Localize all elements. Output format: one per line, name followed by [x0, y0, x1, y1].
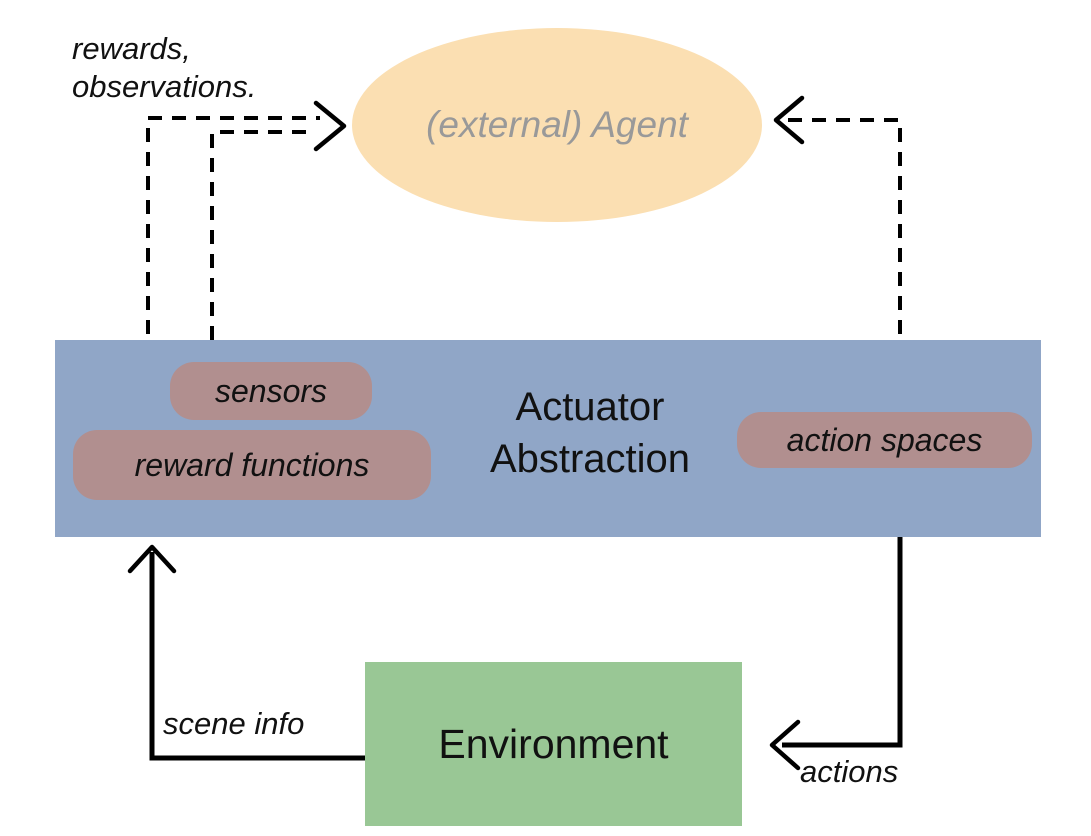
band-title-line2: Abstraction — [489, 437, 691, 481]
actions-arrowhead-icon — [769, 719, 801, 771]
to-agent-arrowhead-icon — [773, 95, 805, 145]
scene-info-arrowhead-icon — [127, 544, 177, 574]
reward-functions-pill: reward functions — [73, 430, 431, 500]
action-spaces-pill: action spaces — [737, 412, 1032, 468]
agent-arrowhead-icon — [313, 100, 347, 152]
actions-label: actions — [800, 754, 899, 789]
scene-info-label: scene info — [163, 706, 305, 741]
observations-to-agent-arrow-line — [210, 130, 316, 364]
environment-node: Environment — [365, 662, 742, 826]
band-title-line1: Actuator — [515, 385, 665, 429]
rewards-label-line2: observations. — [72, 69, 257, 104]
reward-functions-pill-label: reward functions — [134, 446, 370, 483]
external-agent-node: (external) Agent — [352, 28, 762, 222]
sensors-pill-label: sensors — [214, 372, 328, 409]
actuator-abstraction-title: Actuator Abstraction — [420, 381, 760, 485]
rewards-label-line1: rewards, — [72, 31, 191, 66]
action-spaces-pill-label: action spaces — [786, 421, 983, 458]
external-agent-label: (external) Agent — [426, 104, 688, 145]
rewards-observations-label: rewards, observations. — [72, 30, 256, 106]
environment-label: Environment — [438, 720, 669, 767]
sensors-pill: sensors — [170, 362, 372, 420]
